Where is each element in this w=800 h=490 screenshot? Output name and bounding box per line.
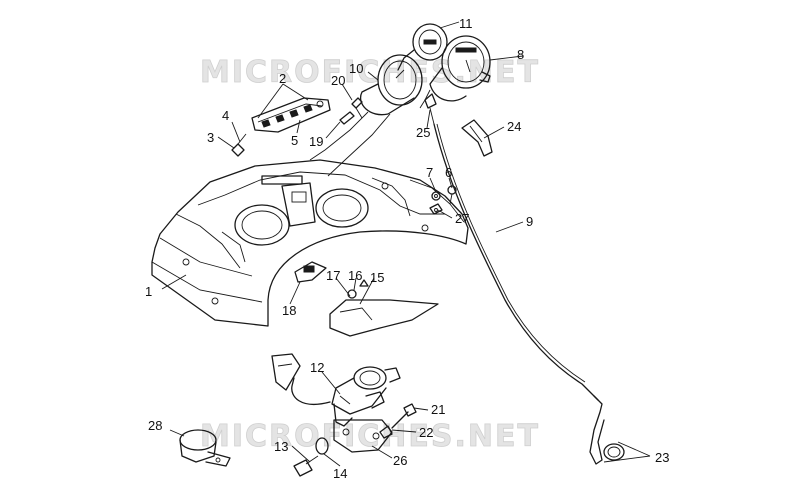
callout-23: 23 — [655, 450, 669, 465]
dashboard-panel — [151, 159, 469, 327]
callout-27: 27 — [455, 211, 469, 226]
callout-15: 15 — [370, 270, 384, 285]
callout-4: 4 — [222, 108, 229, 123]
cable-fitting — [424, 93, 437, 125]
callout-28: 28 — [148, 418, 162, 433]
callout-2: 2 — [279, 71, 286, 86]
callout-14: 14 — [333, 466, 347, 481]
callout-24: 24 — [507, 119, 521, 134]
ignition-switch — [271, 353, 401, 427]
callout-5: 5 — [291, 133, 298, 148]
tachometer-gauge — [419, 35, 491, 109]
callout-9: 9 — [526, 214, 533, 229]
callout-18: 18 — [282, 303, 296, 318]
screw-washer-set — [429, 185, 457, 215]
switch-part — [294, 261, 327, 283]
callout-10: 10 — [349, 61, 363, 76]
callout-22: 22 — [419, 425, 433, 440]
callout-11: 11 — [459, 16, 473, 31]
callout-8: 8 — [517, 47, 524, 62]
rubber-boot — [461, 119, 493, 157]
callout-21: 21 — [431, 402, 445, 417]
bulb-part — [231, 133, 247, 157]
callout-7: 7 — [426, 165, 433, 180]
cable-clamp — [179, 429, 231, 467]
bulb-socket-parts — [339, 97, 363, 125]
speedometer-cable — [433, 123, 625, 465]
callout-25: 25 — [416, 125, 430, 140]
support-bracket — [329, 279, 439, 337]
callout-6: 6 — [445, 165, 452, 180]
callout-1: 1 — [145, 284, 152, 299]
callout-12: 12 — [310, 360, 324, 375]
callout-17: 17 — [326, 268, 340, 283]
callout-3: 3 — [207, 130, 214, 145]
warning-light-unit — [251, 97, 331, 133]
callout-13: 13 — [274, 439, 288, 454]
small-indicator-gauge — [397, 23, 448, 71]
callout-16: 16 — [348, 268, 362, 283]
callout-19: 19 — [309, 134, 323, 149]
watermark-bottom: MICROFICHES.NET — [200, 419, 540, 454]
callout-26: 26 — [393, 453, 407, 468]
watermark-top: MICROFICHES.NET — [200, 55, 540, 90]
callout-20: 20 — [331, 73, 345, 88]
